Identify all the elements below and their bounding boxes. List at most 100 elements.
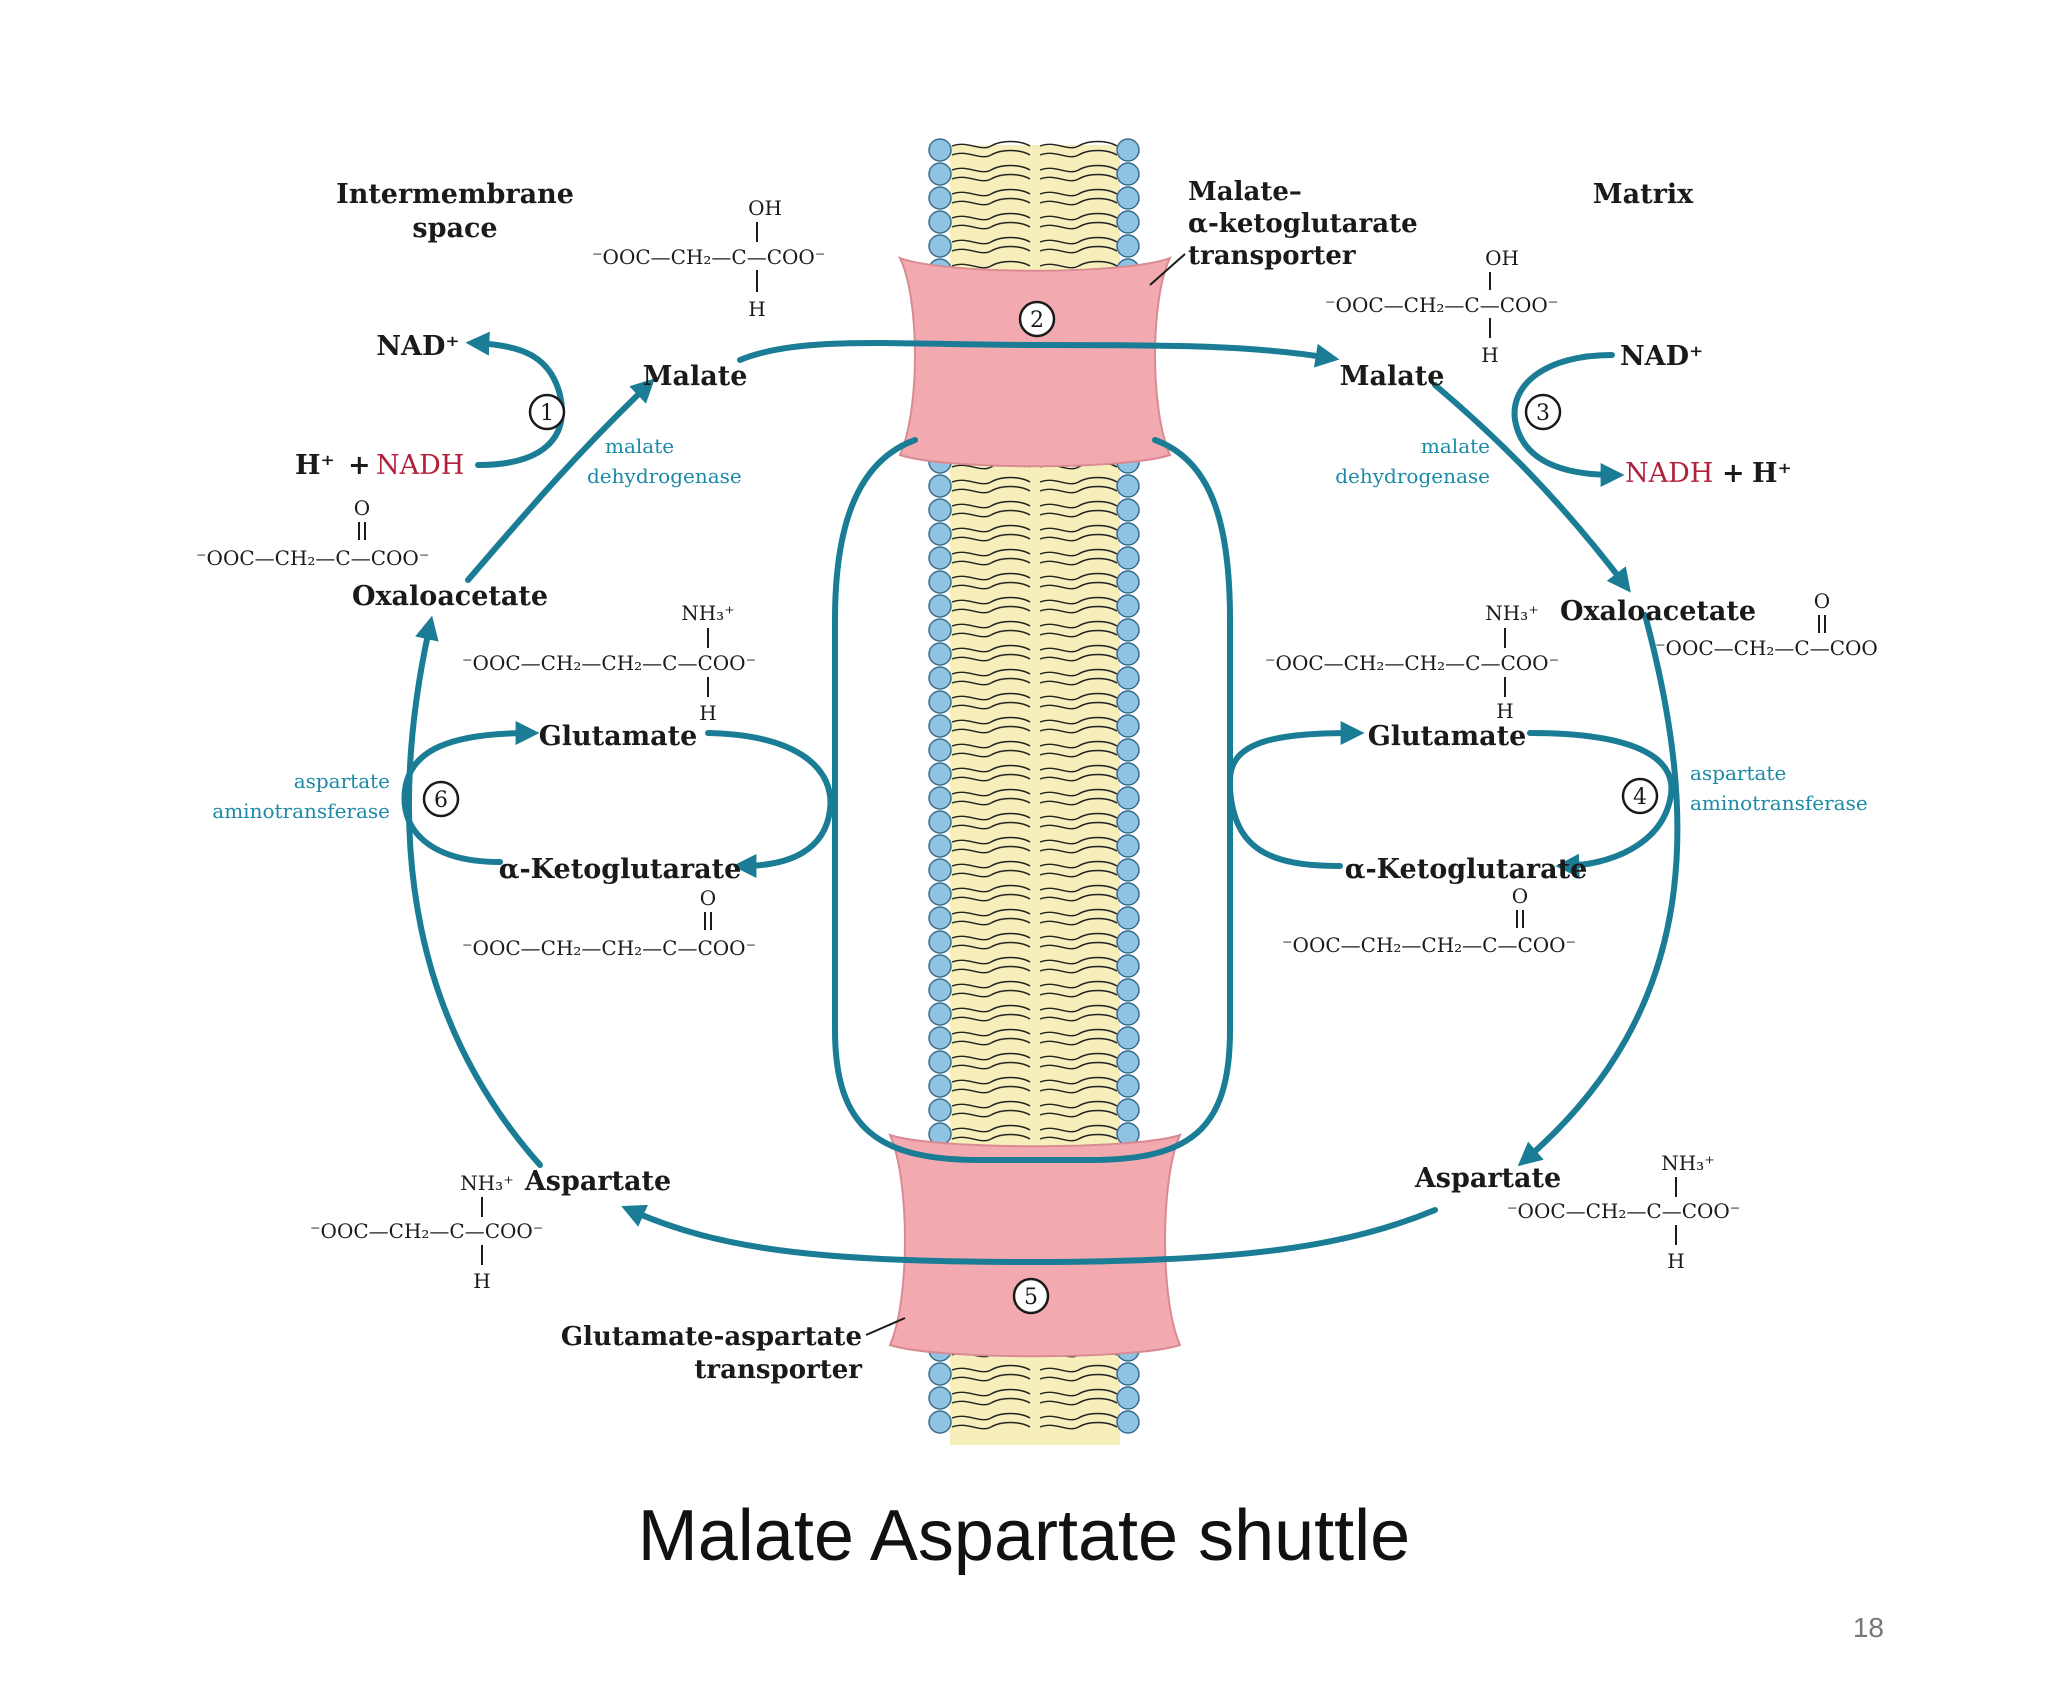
- lipid-tail: [951, 773, 1031, 782]
- lipid-tail: [1039, 485, 1118, 494]
- phospholipid-head: [1116, 210, 1140, 234]
- lipid-tail: [1039, 557, 1118, 566]
- lipid-tail: [1039, 605, 1118, 614]
- phospholipid-head: [928, 1074, 952, 1098]
- slide-title: Malate Aspartate shuttle: [637, 1496, 1411, 1576]
- lipid-tail: [951, 1412, 1031, 1421]
- lipid-tail: [1039, 869, 1118, 878]
- lipid-tail: [1039, 941, 1118, 950]
- svg-text:O: O: [354, 496, 370, 520]
- glutamate-right-label: Glutamate: [1368, 721, 1527, 752]
- lipid-tail: [1039, 188, 1118, 197]
- svg-text:H: H: [473, 1269, 490, 1293]
- lipid-tail: [1039, 836, 1118, 845]
- akg-right-structure: O ⁻OOC—CH₂—CH₂—C—COO⁻: [1282, 884, 1576, 957]
- phospholipid-head: [1116, 594, 1140, 618]
- lipid-tail: [1039, 701, 1118, 710]
- lipid-tail: [1039, 653, 1118, 662]
- lipid-tail: [951, 221, 1031, 230]
- lipid-tail: [1039, 1109, 1118, 1118]
- lipid-tail: [951, 1373, 1031, 1382]
- lipid-tail: [951, 716, 1031, 725]
- mdh-left-label-2: dehydrogenase: [587, 464, 742, 488]
- lipid-tail: [951, 557, 1031, 566]
- step-5-marker: 5: [1012, 1277, 1050, 1315]
- phospholipid-head: [928, 858, 952, 882]
- lipid-tail: [951, 140, 1031, 149]
- lipid-tail: [951, 260, 1031, 269]
- lipid-tail: [1039, 1124, 1118, 1133]
- malate-right-structure: OH ⁻OOC—CH₂—C—COO⁻ H: [1325, 246, 1558, 367]
- lipid-tail: [1039, 932, 1118, 941]
- lipid-tail: [951, 533, 1031, 542]
- phospholipid-head: [928, 954, 952, 978]
- phospholipid-head: [928, 138, 952, 162]
- phospholipid-head: [928, 978, 952, 1002]
- lipid-tail: [1039, 860, 1118, 869]
- phospholipid-head: [928, 810, 952, 834]
- step-markers: 1 2 3 4 5 6: [422, 300, 1659, 1315]
- phospholipid-head: [1116, 906, 1140, 930]
- phospholipid-head: [1116, 954, 1140, 978]
- lipid-tail: [1039, 773, 1118, 782]
- lipid-tail: [951, 485, 1031, 494]
- lipid-tail: [1039, 164, 1118, 173]
- phospholipid-head: [1116, 834, 1140, 858]
- lipid-tail: [1039, 140, 1118, 149]
- lipid-tail: [1039, 788, 1118, 797]
- svg-text:H: H: [1481, 343, 1498, 367]
- svg-text:⁻OOC—CH₂—C—COO⁻: ⁻OOC—CH₂—C—COO⁻: [1507, 1199, 1740, 1223]
- lipid-tail: [1039, 149, 1118, 158]
- phospholipid-head: [928, 1002, 952, 1026]
- svg-text:H: H: [1667, 1249, 1684, 1273]
- lipid-tail: [951, 1013, 1031, 1022]
- matrix-label: Matrix: [1593, 179, 1694, 210]
- lipid-tail: [1039, 980, 1118, 989]
- lipid-tail: [1039, 908, 1118, 917]
- lipid-tail: [951, 941, 1031, 950]
- lipid-tail: [951, 869, 1031, 878]
- lipid-tail: [1039, 677, 1118, 686]
- phospholipid-head: [1116, 1410, 1140, 1434]
- lipid-tail: [951, 197, 1031, 206]
- svg-text:H: H: [699, 701, 716, 725]
- lipid-tail: [1039, 620, 1118, 629]
- lipid-tail: [951, 1100, 1031, 1109]
- phospholipid-head: [928, 1098, 952, 1122]
- svg-text:5: 5: [1024, 1285, 1038, 1310]
- lipid-tail: [951, 164, 1031, 173]
- svg-text:OH: OH: [748, 196, 782, 220]
- lipid-tail: [1039, 509, 1118, 518]
- lipid-tail: [1039, 1373, 1118, 1382]
- lipid-tail: [1039, 476, 1118, 485]
- phospholipid-head: [928, 738, 952, 762]
- lipid-tail: [1039, 596, 1118, 605]
- lipid-tail: [951, 524, 1031, 533]
- oxaloacetate-left-label: Oxaloacetate: [352, 581, 548, 612]
- aspartate-to-oxaloacetate-arrow: [405, 615, 543, 1168]
- page-number: 18: [1852, 1612, 1884, 1643]
- malate-left-label: Malate: [643, 361, 748, 392]
- phospholipid-head: [928, 666, 952, 690]
- lipid-tail: [1039, 740, 1118, 749]
- aspartate-left-structure: NH₃⁺ ⁻OOC—CH₂—C—COO⁻ H: [310, 1171, 543, 1293]
- phospholipid-head: [928, 834, 952, 858]
- phospholipid-head: [1116, 138, 1140, 162]
- phospholipid-head: [928, 594, 952, 618]
- lipid-tail: [951, 893, 1031, 902]
- lipid-tail: [951, 917, 1031, 926]
- lipid-tail: [951, 629, 1031, 638]
- phospholipid-head: [1116, 162, 1140, 186]
- phospholipid-head: [1116, 1050, 1140, 1074]
- akg-export-curve: [1227, 787, 1343, 869]
- phospholipid-head: [928, 1026, 952, 1050]
- step-6-marker: 6: [422, 780, 460, 818]
- phospholipid-head: [1116, 186, 1140, 210]
- phospholipid-head: [1116, 1002, 1140, 1026]
- phospholipid-head: [1116, 810, 1140, 834]
- svg-text:⁻OOC—CH₂—C—COO⁻: ⁻OOC—CH₂—C—COO⁻: [592, 245, 825, 269]
- lipid-tail: [951, 677, 1031, 686]
- glu-asp-transporter-label-1: Glutamate-aspartate: [561, 1322, 862, 1352]
- lipid-tail: [951, 884, 1031, 893]
